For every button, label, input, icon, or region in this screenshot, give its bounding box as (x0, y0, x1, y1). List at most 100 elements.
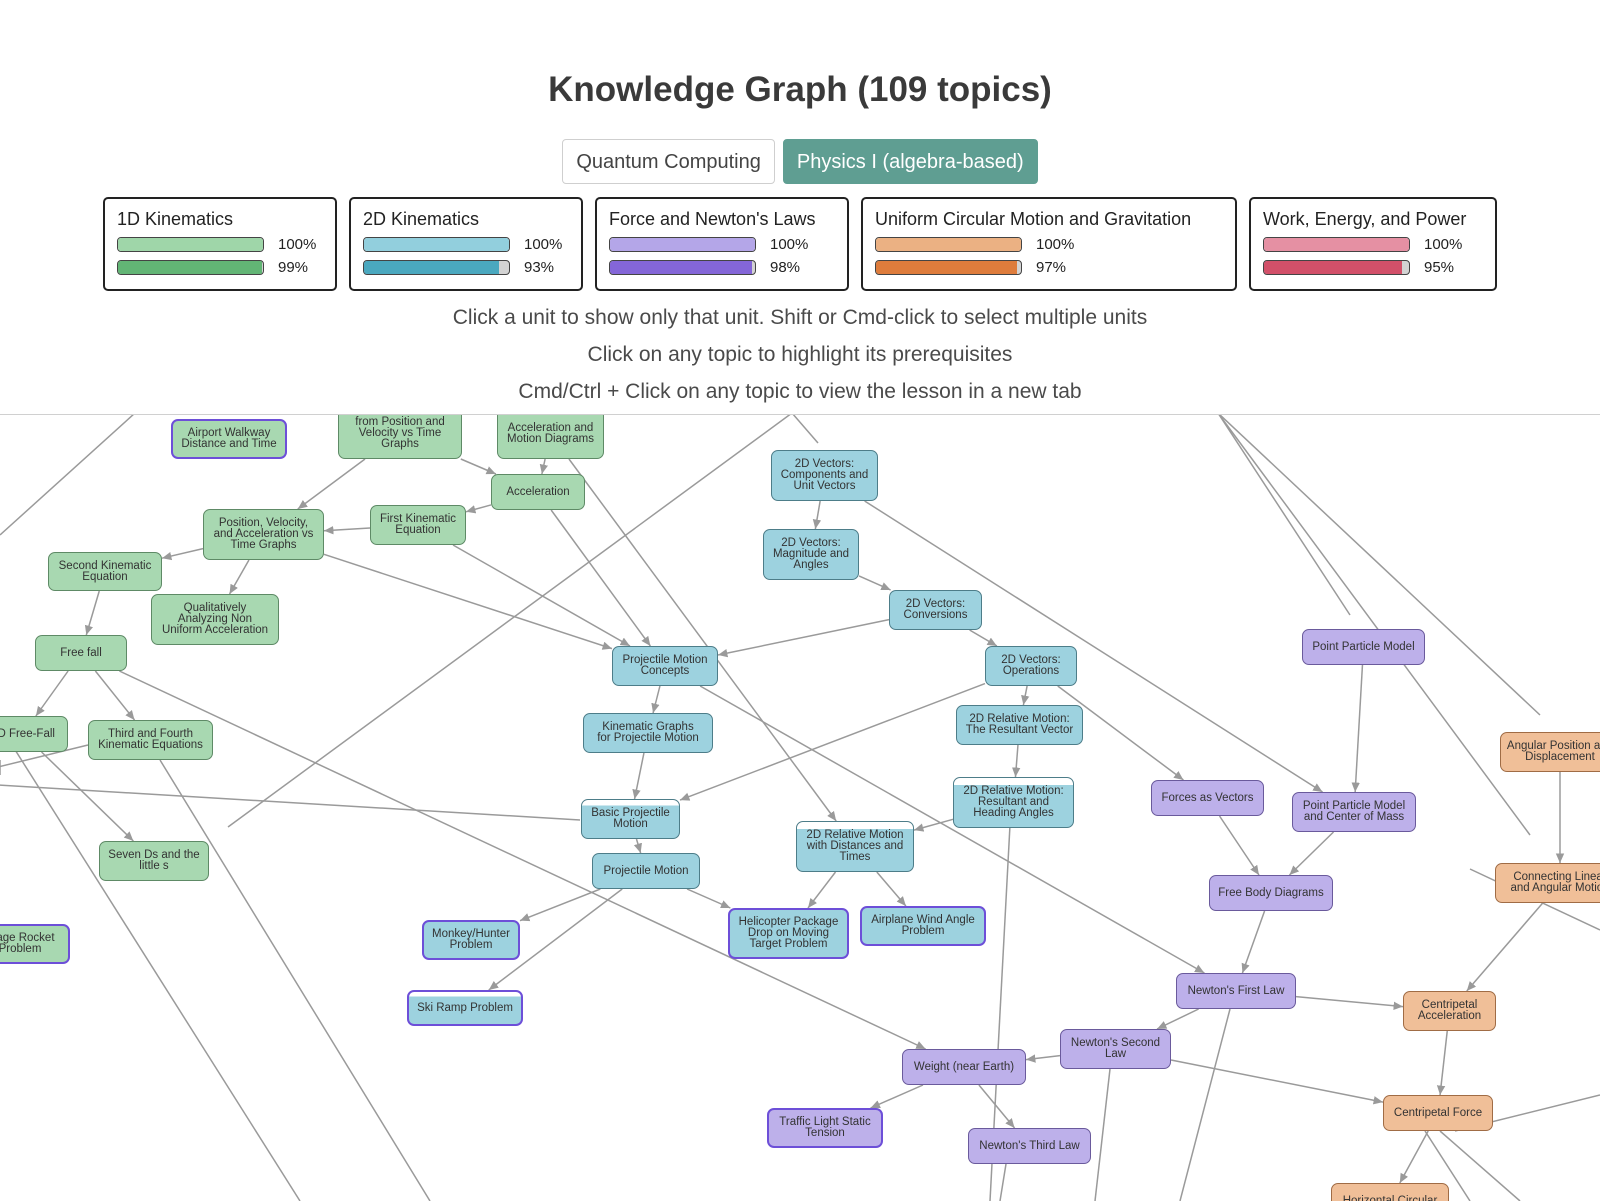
progress-bar (609, 260, 756, 275)
unit-card-work-energy-power[interactable]: Work, Energy, and Power 100% 95% (1249, 197, 1497, 291)
prerequisite-edge (812, 500, 822, 530)
topic-node[interactable]: Angular Position and Displacement (1500, 732, 1600, 772)
topic-node[interactable]: 2D Vectors: Operations (985, 646, 1077, 686)
progress-percent: 99% (278, 259, 309, 276)
topic-node[interactable]: 2D Relative Motion: The Resultant Vector (956, 705, 1083, 745)
progress-percent: 98% (770, 259, 801, 276)
prerequisite-edge (460, 458, 497, 475)
topic-node[interactable]: Acceleration and Motion Diagrams (497, 415, 604, 459)
prerequisite-edge (119, 670, 926, 1050)
prerequisite-edge (870, 1084, 924, 1109)
topic-node[interactable]: Traffic Light Static Tension (767, 1108, 883, 1148)
prerequisite-edge (717, 618, 890, 658)
unit-card-1d-kinematics[interactable]: 1D Kinematics 100% 99% (103, 197, 337, 291)
topic-node[interactable]: Kinematic Graphs for Projectile Motion (583, 713, 713, 753)
progress-percent: 100% (278, 236, 317, 253)
prerequisite-edge (465, 504, 492, 514)
topic-node[interactable]: Horizontal Circular (1331, 1183, 1449, 1201)
topic-node[interactable]: Projectile Motion Concepts (612, 646, 718, 686)
topic-node[interactable]: Third and Fourth Kinematic Equations (88, 720, 213, 760)
topic-node[interactable]: Monkey/Hunter Problem (422, 920, 520, 960)
prerequisite-edge (686, 888, 731, 909)
progress-bar (117, 260, 264, 275)
topic-node[interactable]: Basic Projectile Motion (581, 799, 680, 839)
prerequisite-edge (699, 685, 1205, 974)
prerequisite-edge (159, 759, 431, 1201)
topic-node[interactable]: Newton's Third Law (968, 1128, 1091, 1164)
topic-node[interactable]: Ski Ramp Problem (407, 990, 523, 1026)
tab-quantum-computing[interactable]: Quantum Computing (562, 139, 775, 184)
topic-node[interactable]: Point Particle Model (1302, 629, 1425, 665)
instruction-text: Cmd/Ctrl + Click on any topic to view th… (518, 380, 1082, 403)
prerequisite-edge (1351, 664, 1364, 793)
topic-node[interactable]: Airport Walkway Distance and Time (171, 419, 287, 459)
prerequisite-edge (1021, 685, 1030, 706)
topic-node[interactable]: 2D Vectors: Components and Unit Vectors (771, 450, 878, 501)
topic-node[interactable]: Qualitatively Analyzing Non Uniform Acce… (151, 594, 279, 645)
topic-node[interactable]: Point Particle Model and Center of Mass (1292, 792, 1416, 832)
unit-card-uniform-circular-motion[interactable]: Uniform Circular Motion and Gravitation … (861, 197, 1237, 291)
progress-percent: 100% (770, 236, 809, 253)
prerequisite-edge (41, 751, 134, 842)
prerequisite-edge (550, 509, 652, 647)
prerequisite-edge (1399, 1130, 1429, 1184)
topic-node[interactable]: 2D Relative Motion: Resultant and Headin… (953, 777, 1074, 828)
topic-node[interactable]: Free fall (35, 635, 127, 671)
topic-node[interactable]: First Kinematic Equation (370, 505, 466, 545)
prerequisite-edge (1295, 995, 1404, 1010)
prerequisite-edge (858, 575, 891, 591)
prerequisite-edge (1179, 1008, 1231, 1201)
knowledge-graph-canvas[interactable]: from Position and Velocity vs Time Graph… (0, 414, 1600, 1201)
unit-card-force-newtons-laws[interactable]: Force and Newton's Laws 100% 98% (595, 197, 849, 291)
prerequisite-edge (632, 752, 645, 800)
topic-node[interactable]: Forces as Vectors (1151, 780, 1264, 816)
topic-node[interactable]: Stage Rocket Problem (0, 924, 70, 964)
progress-percent: 100% (524, 236, 563, 253)
prerequisite-edge (323, 526, 371, 535)
unit-title: Force and Newton's Laws (609, 209, 816, 229)
page-title: Knowledge Graph (109 topics) (548, 70, 1052, 109)
topic-node[interactable]: 2D Vectors: Magnitude and Angles (763, 529, 859, 580)
topic-node[interactable]: Weight (near Earth) (902, 1049, 1026, 1085)
tab-physics-1[interactable]: Physics I (algebra-based) (782, 139, 1038, 184)
prerequisite-edge (568, 458, 837, 822)
progress-percent: 97% (1036, 259, 1067, 276)
unit-title: 1D Kinematics (117, 209, 234, 229)
prerequisite-edge (1170, 1059, 1384, 1105)
topic-node[interactable]: Airplane Wind Angle Problem (860, 906, 986, 946)
topic-node[interactable]: Seven Ds and the little s (99, 841, 209, 881)
prerequisite-edge (999, 1163, 1007, 1201)
prerequisite-edge (876, 871, 907, 907)
topic-node[interactable]: Acceleration (491, 474, 585, 510)
prerequisite-edge (1218, 815, 1260, 876)
progress-percent: 95% (1424, 259, 1455, 276)
topic-node[interactable]: 2D Vectors: Conversions (889, 590, 982, 630)
topic-node[interactable]: Second Kinematic Equation (48, 552, 162, 591)
prerequisite-edge (1025, 1054, 1061, 1063)
topic-node[interactable]: Free Body Diagrams (1209, 875, 1333, 911)
topic-node[interactable]: Connecting Linear and Angular Motion (1495, 863, 1600, 903)
progress-bar (609, 237, 756, 252)
topic-node[interactable]: Projectile Motion (592, 853, 700, 889)
topic-node[interactable]: Helicopter Package Drop on Moving Target… (728, 908, 849, 959)
prerequisite-edge (452, 544, 631, 647)
progress-percent: 93% (524, 259, 555, 276)
prerequisite-edge (978, 1084, 1016, 1129)
prerequisite-edge (1012, 744, 1021, 778)
prerequisite-edge (864, 500, 1323, 793)
prerequisite-edge (679, 682, 986, 801)
prerequisite-edge (488, 888, 623, 991)
topic-node[interactable]: Centripetal Acceleration (1403, 991, 1496, 1031)
topic-node[interactable]: 2D Relative Motion with Distances and Ti… (796, 821, 914, 872)
topic-node[interactable]: Newton's Second Law (1060, 1029, 1171, 1069)
topic-node[interactable]: Position, Velocity, and Acceleration vs … (203, 509, 324, 560)
prerequisite-edge (913, 818, 954, 832)
prerequisite-edge (228, 559, 250, 595)
unit-card-2d-kinematics[interactable]: 2D Kinematics 100% 93% (349, 197, 583, 291)
prerequisite-edge (1288, 831, 1335, 876)
topic-node[interactable]: 2D Free-Fall (0, 716, 68, 752)
prerequisite-edge (84, 590, 100, 636)
topic-node[interactable]: from Position and Velocity vs Time Graph… (338, 415, 462, 459)
topic-node[interactable]: Centripetal Force (1383, 1095, 1493, 1131)
topic-node[interactable]: Newton's First Law (1176, 973, 1296, 1009)
